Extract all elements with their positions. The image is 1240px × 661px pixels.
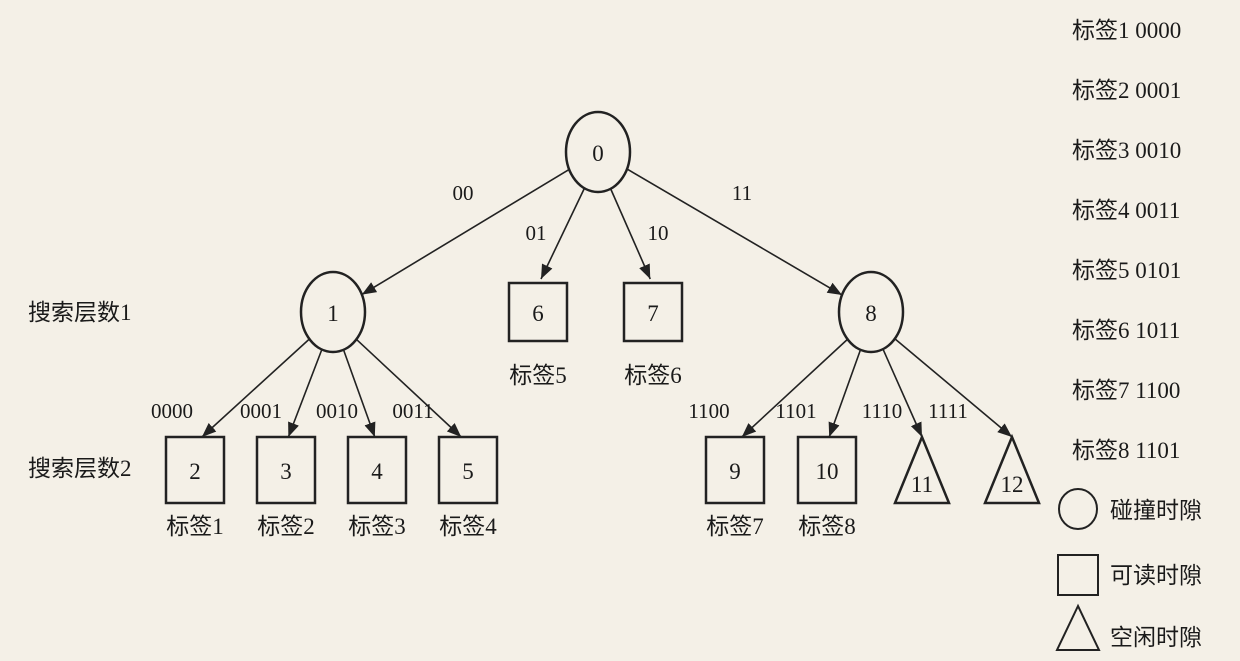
readable-square-icon	[622, 281, 684, 343]
edge-n0-n7	[609, 188, 651, 280]
edge-label: 0001	[240, 399, 282, 423]
tree-node-3: 3 标签2	[255, 435, 317, 539]
node-number: 1	[327, 301, 339, 326]
legend-triangle-icon	[1055, 603, 1101, 651]
node-number: 10	[816, 459, 839, 484]
legend-idle-label: 空闲时隙	[1110, 625, 1202, 650]
legend-collision-label: 碰撞时隙	[1110, 498, 1202, 523]
tag-code-entry: 标签2 0001	[1072, 78, 1181, 103]
node-number: 4	[371, 459, 383, 484]
node-tag-caption: 标签8	[798, 514, 856, 539]
edge-label: 0011	[392, 399, 433, 423]
edge-n1-n3	[287, 349, 323, 438]
legend-readable-label: 可读时隙	[1110, 563, 1202, 588]
node-number: 8	[865, 301, 877, 326]
edge-label: 11	[732, 181, 752, 205]
node-tag-caption: 标签2	[257, 514, 315, 539]
edge-label: 0000	[151, 399, 193, 423]
collision-circle-icon	[299, 270, 367, 354]
node-tag-caption: 标签1	[166, 514, 224, 539]
legend-circle-icon	[1058, 488, 1098, 530]
node-tag-caption: 标签4	[439, 514, 497, 539]
level-2-label: 搜索层数2	[28, 456, 132, 481]
node-number: 2	[189, 459, 201, 484]
edge-label: 1100	[688, 399, 729, 423]
readable-square-icon	[346, 435, 408, 505]
node-number: 3	[280, 459, 292, 484]
legend: 碰撞时隙 可读时隙 空闲时隙	[1055, 488, 1202, 651]
edge-label: 01	[526, 221, 547, 245]
edge-label: 1101	[775, 399, 816, 423]
tree-node-7: 7 标签6	[622, 281, 684, 388]
node-tag-caption: 标签3	[348, 514, 406, 539]
edge-n0-n6	[540, 187, 586, 280]
readable-square-icon	[796, 435, 858, 505]
edge-n0-n1	[361, 168, 570, 296]
edge-n8-n11	[882, 348, 923, 438]
tag-code-entry: 标签6 1011	[1072, 318, 1180, 343]
readable-square-icon	[255, 435, 317, 505]
node-tag-caption: 标签5	[509, 363, 567, 388]
node-tag-caption: 标签7	[706, 514, 764, 539]
tag-code-entry: 标签8 1101	[1072, 438, 1180, 463]
node-number: 6	[532, 301, 544, 326]
tree-node-11: 11	[893, 433, 951, 505]
tag-code-entry: 标签4 0011	[1072, 198, 1180, 223]
node-number: 5	[462, 459, 474, 484]
tree-node-9: 9 标签7	[704, 435, 766, 539]
readable-square-icon	[164, 435, 226, 505]
edge-label: 00	[453, 181, 474, 205]
tag-code-entry: 标签5 0101	[1072, 258, 1181, 283]
readable-square-icon	[704, 435, 766, 505]
edge-n8-n12	[894, 338, 1013, 438]
edge-n1-n4	[342, 349, 376, 438]
edge-label: 1110	[862, 399, 902, 423]
tag-code-entry: 标签7 1100	[1072, 378, 1180, 403]
node-number: 11	[911, 472, 933, 497]
tree-node-4: 4 标签3	[346, 435, 408, 539]
tree-node-12: 12	[983, 433, 1041, 505]
edge-n1-n5	[355, 338, 462, 438]
edge-label: 1111	[928, 399, 968, 423]
tag-code-entry: 标签3 0010	[1072, 138, 1181, 163]
edge-label: 0010	[316, 399, 358, 423]
legend-square-icon	[1057, 554, 1099, 596]
readable-square-icon	[437, 435, 499, 505]
idle-triangle-icon	[983, 433, 1041, 505]
edge-n8-n9	[741, 338, 849, 438]
edge-n0-n8	[626, 168, 843, 296]
edge-label: 10	[648, 221, 669, 245]
idle-triangle-icon	[893, 433, 951, 505]
tree-node-8: 8	[837, 270, 905, 354]
tree-node-2: 2 标签1	[164, 435, 226, 539]
node-number: 12	[1001, 472, 1024, 497]
tree-node-5: 5 标签4	[437, 435, 499, 539]
collision-circle-icon	[564, 110, 632, 194]
edge-n1-n2	[201, 338, 310, 438]
level-1-label: 搜索层数1	[28, 300, 132, 325]
tree-node-0: 0	[564, 110, 632, 194]
tree-node-1: 1	[299, 270, 367, 354]
node-number: 0	[592, 141, 604, 166]
node-number: 9	[729, 459, 741, 484]
tree-node-10: 10 标签8	[796, 435, 858, 539]
readable-square-icon	[507, 281, 569, 343]
tree-node-6: 6 标签5	[507, 281, 569, 388]
node-tag-caption: 标签6	[624, 363, 682, 388]
collision-circle-icon	[837, 270, 905, 354]
edge-n8-n10	[828, 349, 862, 438]
tag-code-entry: 标签1 0000	[1072, 18, 1181, 43]
node-number: 7	[647, 301, 659, 326]
